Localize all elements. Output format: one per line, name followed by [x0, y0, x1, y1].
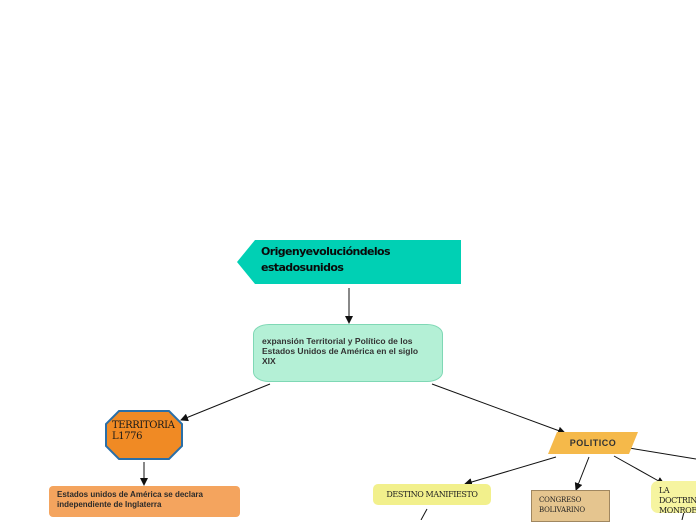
- territorial-shape: [105, 410, 183, 460]
- destino-manifiesto-label: DESTINO MANIFIESTO: [386, 490, 478, 499]
- territorial-label: TERRITORIA L1776: [112, 420, 175, 442]
- connector-politico-destino: [464, 456, 557, 486]
- main-topic-label: Origenyevolucióndelos estadosunidos: [261, 245, 391, 274]
- independence-node[interactable]: Estados unidos de América se declara ind…: [49, 486, 240, 517]
- politico-node[interactable]: POLITICO: [548, 432, 638, 454]
- territorial-node[interactable]: TERRITORIA L1776: [105, 410, 183, 460]
- doctrina-monroe-label: LA DOCTRINA MONROE: [659, 486, 696, 515]
- congreso-bolivarino-label: CONGRESO BOLIVARINO: [539, 496, 585, 514]
- destino-manifiesto-node[interactable]: DESTINO MANIFIESTO: [373, 484, 491, 505]
- connector-politico-congreso: [574, 456, 590, 491]
- central-topic-node[interactable]: expansión Territorial y Político de los …: [253, 324, 443, 382]
- independence-label: Estados unidos de América se declara ind…: [57, 490, 203, 509]
- main-topic-node[interactable]: Origenyevolucióndelos estadosunidos: [237, 240, 461, 284]
- central-topic-label: expansión Territorial y Político de los …: [262, 336, 419, 366]
- connector-central-territorial: [180, 383, 271, 422]
- congreso-bolivarino-node[interactable]: CONGRESO BOLIVARINO: [531, 490, 610, 522]
- doctrina-monroe-node[interactable]: LA DOCTRINA MONROE: [651, 481, 696, 515]
- connector-politico-doctrina: [613, 455, 665, 485]
- politico-label: POLITICO: [569, 438, 617, 448]
- connector-central-politico: [431, 383, 566, 435]
- connector-doctrina-down: [681, 511, 685, 520]
- connector-destino-down: [420, 508, 428, 520]
- connector-politico-offscreen: [628, 447, 696, 460]
